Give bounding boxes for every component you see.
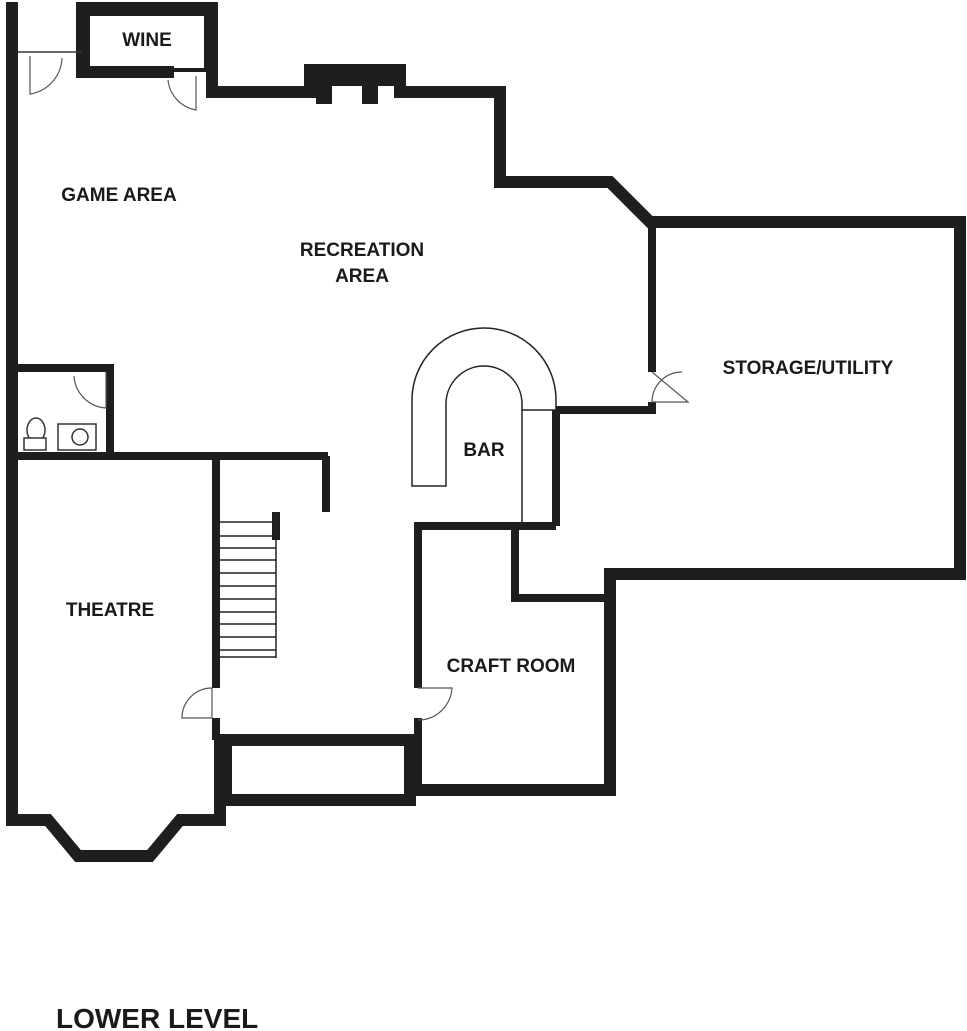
staircase (220, 512, 277, 658)
room-label-wine: WINE (122, 30, 172, 51)
room-label-storage-utility: STORAGE/UTILITY (723, 358, 894, 379)
doors (29, 56, 690, 721)
plan-title: LOWER LEVEL (56, 1003, 258, 1031)
room-label-game-area: GAME AREA (61, 185, 177, 206)
interior-walls (12, 222, 656, 790)
door-swing-icon (29, 56, 63, 95)
exterior-walls (6, 2, 966, 862)
door-swing-icon (167, 76, 197, 111)
door-swing-icon (417, 687, 453, 721)
room-label-recreation-line2: AREA (335, 266, 389, 287)
bar-counter (411, 327, 557, 526)
door-swing-icon (651, 371, 690, 403)
room-label-recreation-line1: RECREATION (300, 240, 424, 261)
room-label-bar: BAR (463, 440, 504, 461)
bathroom-fixtures (23, 417, 97, 451)
room-label-theatre: THEATRE (66, 600, 154, 621)
door-swing-icon (73, 372, 107, 409)
door-swing-icon (181, 687, 213, 719)
room-label-craft-room: CRAFT ROOM (447, 656, 576, 677)
wine-room (18, 12, 208, 72)
